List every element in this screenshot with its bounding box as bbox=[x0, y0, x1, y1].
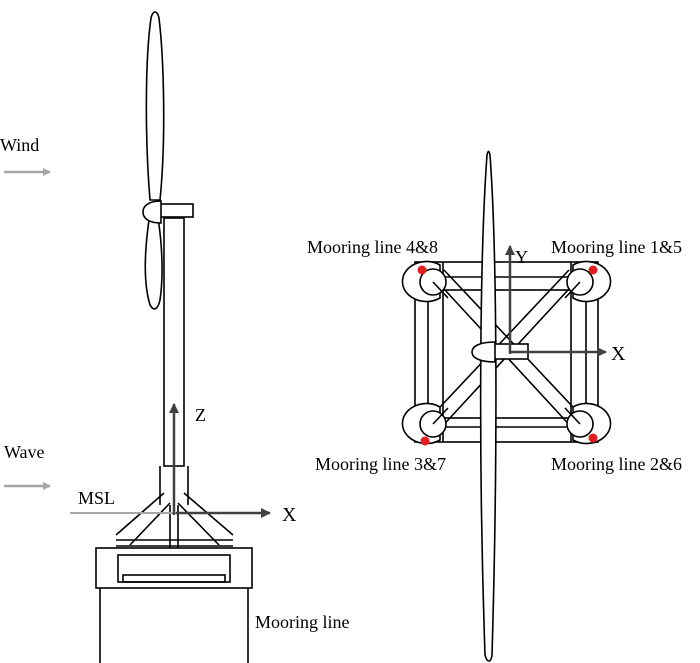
side-z-label: Z bbox=[195, 405, 206, 425]
wind-label: Wind bbox=[0, 135, 39, 155]
fairlead-4-8 bbox=[417, 265, 427, 275]
mooring-3-7-label: Mooring line 3&7 bbox=[315, 454, 446, 474]
frame-inner bbox=[427, 289, 587, 419]
fairlead-1-5 bbox=[588, 265, 598, 275]
nacelle bbox=[156, 203, 194, 218]
mooring-4-8-label: Mooring line 4&8 bbox=[307, 237, 438, 257]
top-view bbox=[401, 150, 612, 662]
top-hub bbox=[471, 341, 496, 363]
right-brace bbox=[177, 492, 234, 546]
top-y-label: Y bbox=[515, 247, 528, 267]
mooring-line-label: Mooring line bbox=[255, 612, 350, 632]
top-blade bbox=[479, 150, 497, 662]
mooring-2-6-label: Mooring line 2&6 bbox=[551, 454, 682, 474]
mooring-1-5-label: Mooring line 1&5 bbox=[551, 237, 682, 257]
deck-beam bbox=[116, 539, 233, 547]
lower-blade bbox=[144, 217, 163, 310]
brace-links bbox=[432, 281, 581, 425]
fairlead-2-6 bbox=[588, 433, 598, 443]
msl-label: MSL bbox=[78, 488, 115, 508]
left-brace bbox=[115, 492, 171, 546]
pontoon-base bbox=[122, 574, 226, 583]
upper-blade bbox=[145, 11, 165, 201]
hub bbox=[142, 200, 162, 224]
fairlead-3-7 bbox=[420, 436, 430, 446]
top-x-label: X bbox=[611, 343, 626, 365]
side-x-label: X bbox=[282, 504, 297, 526]
wave-label: Wave bbox=[4, 442, 45, 462]
side-view bbox=[95, 11, 253, 663]
